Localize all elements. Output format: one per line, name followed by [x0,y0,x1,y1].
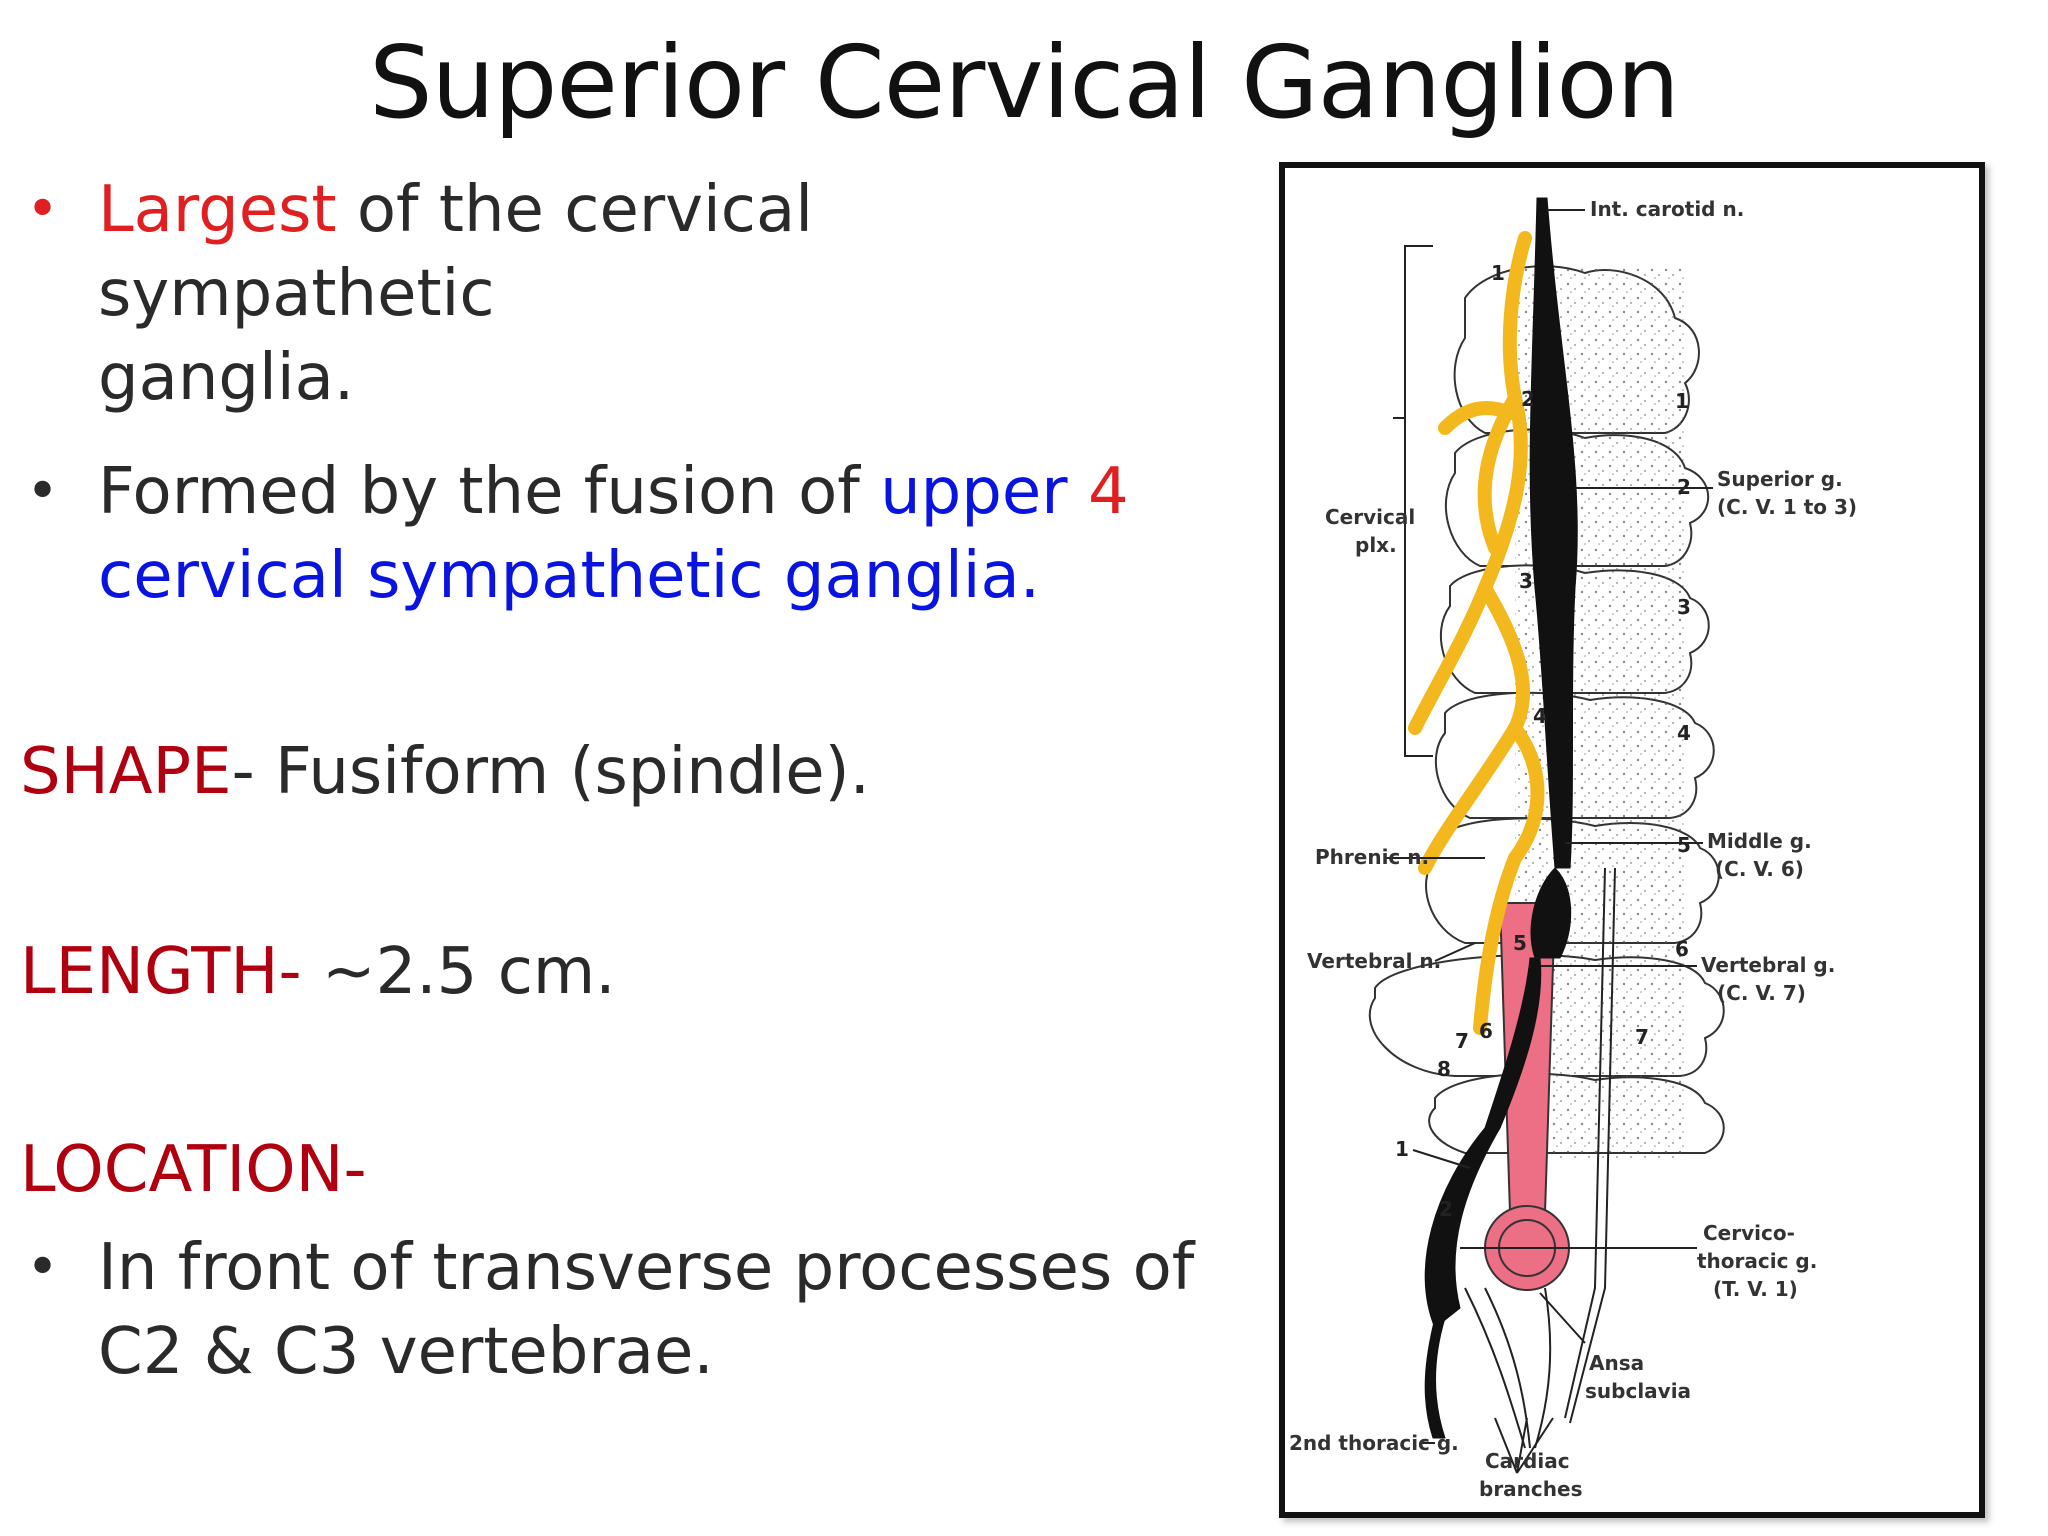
label-superior-g-sub: (C. V. 1 to 3) [1717,495,1857,519]
bullet-location: • In front of transverse processes of C2… [20,1226,1200,1394]
anatomy-figure: Int. carotid n. Superior g. (C. V. 1 to … [1279,162,1985,1518]
bullet-text: of the cervical sympathetic [98,173,813,331]
bullet-marker: • [26,1235,60,1300]
vertebra-number: 2 [1677,475,1691,499]
bullet-largest: • Largest of the cervical sympathetic ga… [20,168,1200,420]
nerve-number: 3 [1519,569,1533,593]
label-cervicothoracic-2: thoracic g. [1697,1249,1817,1273]
bullet-text: Formed by the fusion of [98,455,881,529]
label-middle-g: Middle g. [1707,829,1812,853]
label-branches: branches [1479,1477,1582,1501]
label-second-thoracic: 2nd thoracic g. [1289,1431,1459,1455]
highlight-number: 4 [1087,455,1129,529]
cardiac-branches [1464,867,1616,1449]
length-label: LENGTH- [20,935,302,1009]
label-phrenic: Phrenic n. [1315,845,1429,869]
sympathetic-chain-diagram: Int. carotid n. Superior g. (C. V. 1 to … [1289,197,1857,1501]
label-vertebral-n: Vertebral n. [1307,949,1441,973]
vertebra-number: 6 [1675,937,1689,961]
nerve-number: 5 [1513,931,1527,955]
label-superior-g: Superior g. [1717,467,1843,491]
label-ansa: Ansa [1589,1351,1644,1375]
superior-ganglion [1529,197,1578,869]
nerve-number: 7 [1455,1029,1469,1053]
bullet-marker: • [26,459,60,524]
highlight-upper: upper [880,455,1068,529]
nerve-number: 1 [1491,261,1505,285]
slide-title: Superior Cervical Ganglion [369,24,1680,141]
cervical-plexus-nerves [1408,231,1545,1035]
label-cervicothoracic-3: (T. V. 1) [1713,1277,1798,1301]
location-label: LOCATION- [20,1133,367,1207]
bullet-marker: • [26,177,60,242]
label-middle-g-sub: (C. V. 6) [1715,857,1804,881]
bullet-text-cont: ganglia. [98,341,355,415]
thoracic-number: 2 [1439,1197,1453,1221]
label-int-carotid: Int. carotid n. [1590,197,1744,221]
leader-lines [1385,209,1713,1474]
vertebra-number: 7 [1635,1025,1649,1049]
label-cervical: Cervical [1325,505,1415,529]
middle-ganglion [1530,867,1572,959]
location-text: In front of transverse processes of [98,1231,1195,1305]
length-value: ~2.5 cm. [301,935,616,1009]
vertebra-number: 3 [1677,595,1691,619]
shape-line: SHAPE- Fusiform (spindle). [20,730,1200,814]
vertebra-number: 4 [1677,721,1691,745]
location-line: LOCATION- [20,1128,1200,1212]
thoracic-number: 1 [1395,1137,1409,1161]
shape-value: - Fusiform (spindle). [231,735,870,809]
bullet-formed-by: • Formed by the fusion of upper 4 cervic… [20,450,1200,618]
sympathetic-trunk [1424,197,1578,1439]
label-cervicothoracic-1: Cervico- [1703,1221,1795,1245]
label-cardiac: Cardiac [1485,1449,1570,1473]
label-vertebral-g: Vertebral g. [1701,953,1835,977]
vertebra-number: 5 [1677,833,1691,857]
location-text-cont: C2 & C3 vertebrae. [98,1315,714,1389]
nerve-number: 2 [1521,387,1535,411]
label-vertebral-g-sub: (C. V. 7) [1717,981,1806,1005]
highlight-largest: Largest [98,173,337,247]
vertebra-number: 1 [1675,389,1689,413]
nerve-number: 8 [1437,1057,1451,1081]
length-line: LENGTH- ~2.5 cm. [20,930,1200,1014]
nerve-number: 4 [1533,704,1547,728]
shape-label: SHAPE [20,735,232,809]
label-subclavia: subclavia [1585,1379,1691,1403]
label-plx: plx. [1355,533,1397,557]
highlight-ganglia: cervical sympathetic ganglia. [98,539,1041,613]
nerve-number: 6 [1479,1019,1493,1043]
